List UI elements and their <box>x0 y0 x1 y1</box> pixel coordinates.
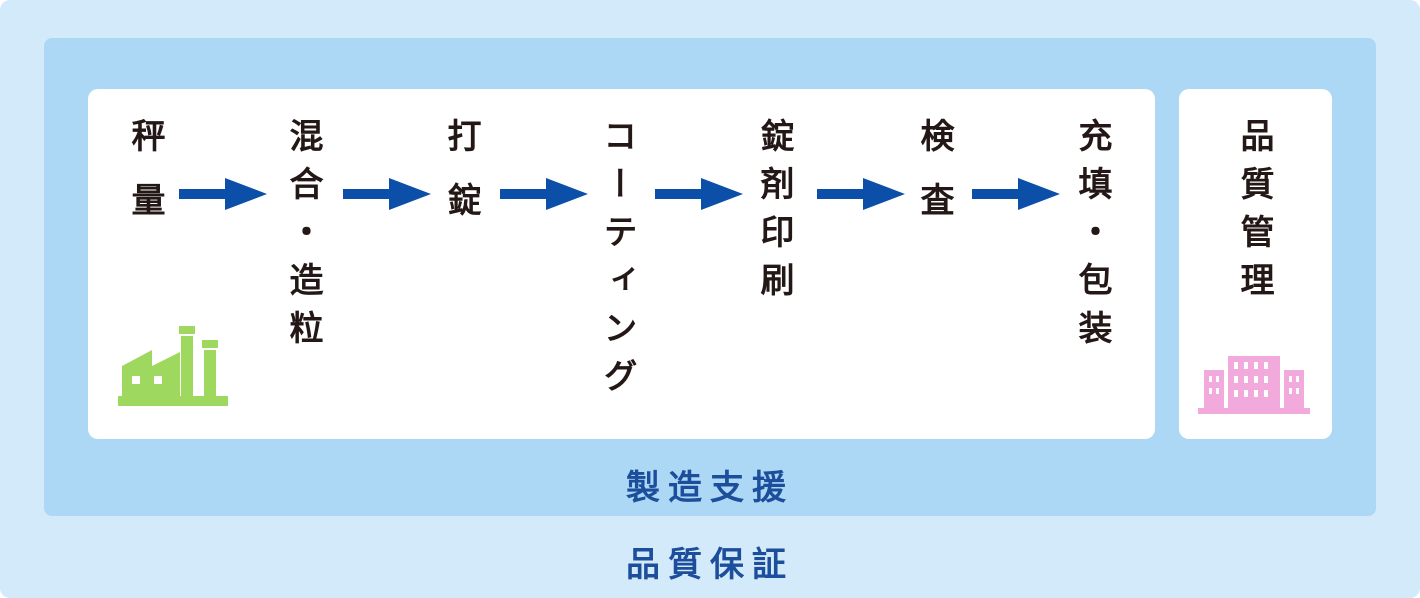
flow-arrow-2 <box>343 178 431 210</box>
process-flow-panel <box>88 89 1155 439</box>
step-inspection: 検査 <box>914 118 954 246</box>
flow-arrow-1 <box>179 178 267 210</box>
flow-arrow-4 <box>655 178 743 210</box>
flow-arrow-6 <box>972 178 1060 210</box>
step-filling-packaging: 充填・包装 <box>1072 118 1112 358</box>
quality-management-label: 品質管理 <box>1234 118 1274 310</box>
step-mixing-granulation: 混合・造粒 <box>283 118 323 358</box>
flow-arrow-3 <box>500 178 588 210</box>
office-building-icon <box>1198 356 1310 414</box>
step-tablet-printing: 錠剤印刷 <box>754 118 794 310</box>
step-weighing: 秤量 <box>125 118 165 246</box>
step-tableting: 打錠 <box>441 118 481 246</box>
factory-icon <box>118 326 228 406</box>
step-coating: コーティング <box>597 118 637 406</box>
quality-assurance-label: 品質保証 <box>626 545 794 585</box>
flow-arrow-5 <box>817 178 905 210</box>
manufacturing-support-label: 製造支援 <box>626 468 794 508</box>
